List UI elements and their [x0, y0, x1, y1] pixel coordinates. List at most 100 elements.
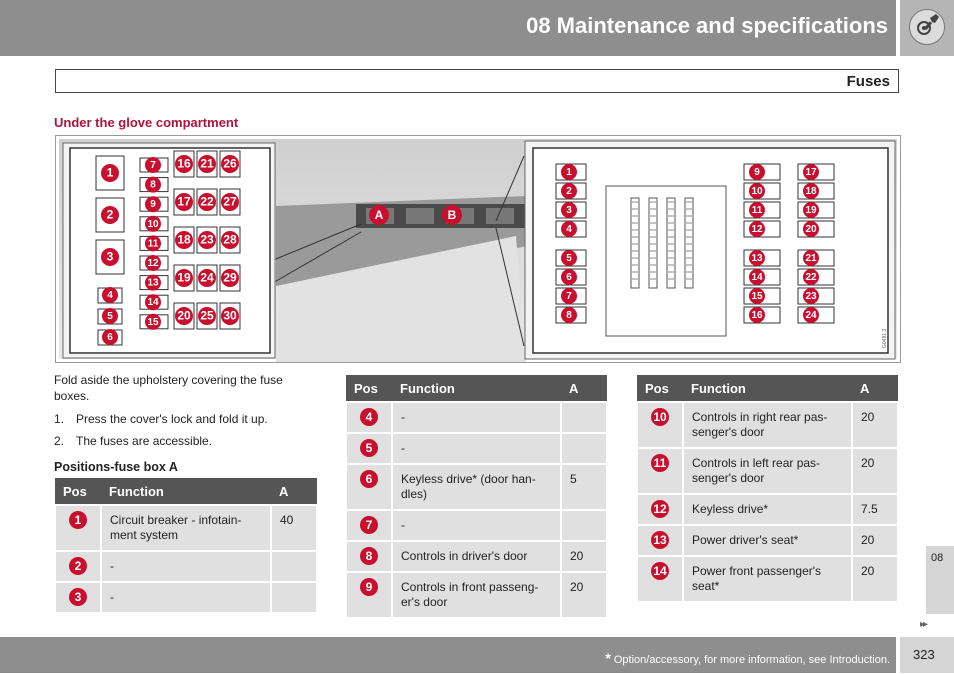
fuse-badge: 7 — [561, 288, 577, 304]
pos-cell: 9 — [345, 571, 393, 619]
function-cell: Controls in front passeng-er's door — [391, 571, 562, 619]
fuse-number-label: 10 — [751, 186, 763, 197]
footer-asterisk: * — [605, 650, 611, 666]
fuse-number-label: 30 — [223, 308, 237, 322]
fuse-badge: 6 — [102, 329, 118, 345]
pos-badge: 11 — [651, 454, 669, 472]
function-cell: Keyless drive* (door han-dles) — [391, 463, 562, 511]
fuse-badge: 11 — [145, 235, 161, 252]
fuse-number-label: 14 — [147, 297, 159, 308]
fuse-badge: 10 — [145, 215, 161, 232]
col-amp: A — [852, 375, 898, 402]
pos-badge: 10 — [651, 408, 669, 426]
pos-cell: 14 — [636, 555, 684, 603]
fuse-badge: 5 — [102, 308, 118, 324]
fuse-badge: 11 — [749, 202, 765, 218]
page-number-box: 323 — [900, 637, 954, 673]
table-row: 4- — [345, 401, 608, 434]
chapter-tab: 08 — [926, 546, 954, 614]
fuse-badge: 28 — [221, 231, 239, 249]
list-item: 2. The fuses are accessible. — [54, 433, 314, 449]
fuse-number-label: 3 — [107, 249, 114, 263]
fuse-badge: 13 — [749, 250, 765, 266]
function-cell: Circuit breaker - infotain-ment system — [100, 504, 272, 552]
fuse-badge: 22 — [803, 269, 819, 285]
fuse-number-label: 16 — [751, 310, 763, 321]
function-cell: Keyless drive* — [682, 493, 853, 526]
fuse-number-label: 11 — [752, 205, 763, 216]
positions-heading: Positions-fuse box A — [54, 460, 178, 474]
fuse-badge: 15 — [145, 313, 161, 330]
pos-cell: 13 — [636, 524, 684, 557]
fuse-number-label: 8 — [150, 180, 156, 191]
chapter-icon-box — [900, 0, 954, 56]
fuse-number-label: 5 — [107, 311, 113, 322]
fuse-number-label: 26 — [223, 156, 237, 170]
fuse-badge: 18 — [175, 231, 193, 249]
chapter-tab-label: 08 — [931, 552, 944, 564]
fuse-number-label: B — [448, 208, 457, 222]
amp-cell: 20 — [851, 524, 899, 557]
fuse-badge: 20 — [803, 221, 819, 237]
fuse-badge: 12 — [749, 221, 765, 237]
fuse-number-label: 11 — [148, 238, 159, 249]
footer-note: * Option/accessory, for more information… — [605, 650, 890, 666]
fuse-number-label: 20 — [805, 224, 817, 235]
table-row: 10 Controls in right rear pas-senger's do… — [636, 401, 899, 449]
fuse-badge: 3 — [101, 248, 119, 266]
fuse-badge: 14 — [145, 294, 161, 311]
fuse-badge: 19 — [175, 269, 193, 287]
fuse-number-label: 27 — [223, 194, 237, 208]
fuse-badge: 16 — [749, 307, 765, 323]
steps-list: 1. Press the cover's lock and fold it up… — [54, 411, 314, 455]
pos-badge: 4 — [360, 408, 378, 426]
function-cell: Power front passenger's seat* — [682, 555, 853, 603]
fuse-badge: 6 — [561, 269, 577, 285]
pos-cell: 12 — [636, 493, 684, 526]
amp-cell: 20 — [560, 571, 608, 619]
amp-cell: 20 — [851, 555, 899, 603]
fuse-number-label: 12 — [751, 224, 763, 235]
fuse-box-a-layout: 1234567891011121314151617181920212223242… — [95, 150, 241, 346]
fuse-number-label: 9 — [754, 167, 760, 178]
fuse-number-label: 9 — [150, 199, 156, 210]
pos-cell: 3 — [54, 581, 102, 614]
col-function: Function — [101, 478, 271, 505]
amp-cell: 20 — [851, 401, 899, 449]
fuse-badge: 8 — [145, 176, 161, 193]
amp-cell — [560, 401, 608, 434]
footer-bar: * Option/accessory, for more information… — [0, 637, 896, 673]
fuse-number-label: 18 — [177, 232, 191, 246]
function-cell: Controls in right rear pas-senger's door — [682, 401, 853, 449]
fuse-number-label: 29 — [223, 270, 237, 284]
pos-badge: 9 — [360, 578, 378, 596]
fuse-number-label: 2 — [566, 186, 572, 197]
fuse-badge: 30 — [221, 307, 239, 325]
fuse-number-label: 4 — [566, 224, 572, 235]
figure-code: G0481 3 — [882, 329, 888, 348]
fuse-badge: 23 — [803, 288, 819, 304]
pos-badge: 3 — [69, 588, 87, 606]
fuse-badge: 1 — [561, 164, 577, 180]
pos-cell: 1 — [54, 504, 102, 552]
fuse-badge: 5 — [561, 250, 577, 266]
table-row: 3- — [54, 581, 318, 614]
amp-cell: 40 — [270, 504, 318, 552]
fuse-number-label: 6 — [107, 332, 113, 343]
fuse-number-label: 10 — [147, 219, 159, 230]
amp-cell — [270, 581, 318, 614]
amp-cell: 5 — [560, 463, 608, 511]
list-item: 1. Press the cover's lock and fold it up… — [54, 411, 314, 427]
step-number: 1. — [54, 412, 65, 426]
function-cell: Controls in left rear pas-senger's door — [682, 447, 853, 495]
fuse-badge: 8 — [561, 307, 577, 323]
fuse-badge: 18 — [803, 183, 819, 199]
fuse-number-label: A — [375, 208, 384, 222]
table-row: 11 Controls in left rear pas-senger's doo… — [636, 447, 899, 495]
step-number: 2. — [54, 434, 65, 448]
